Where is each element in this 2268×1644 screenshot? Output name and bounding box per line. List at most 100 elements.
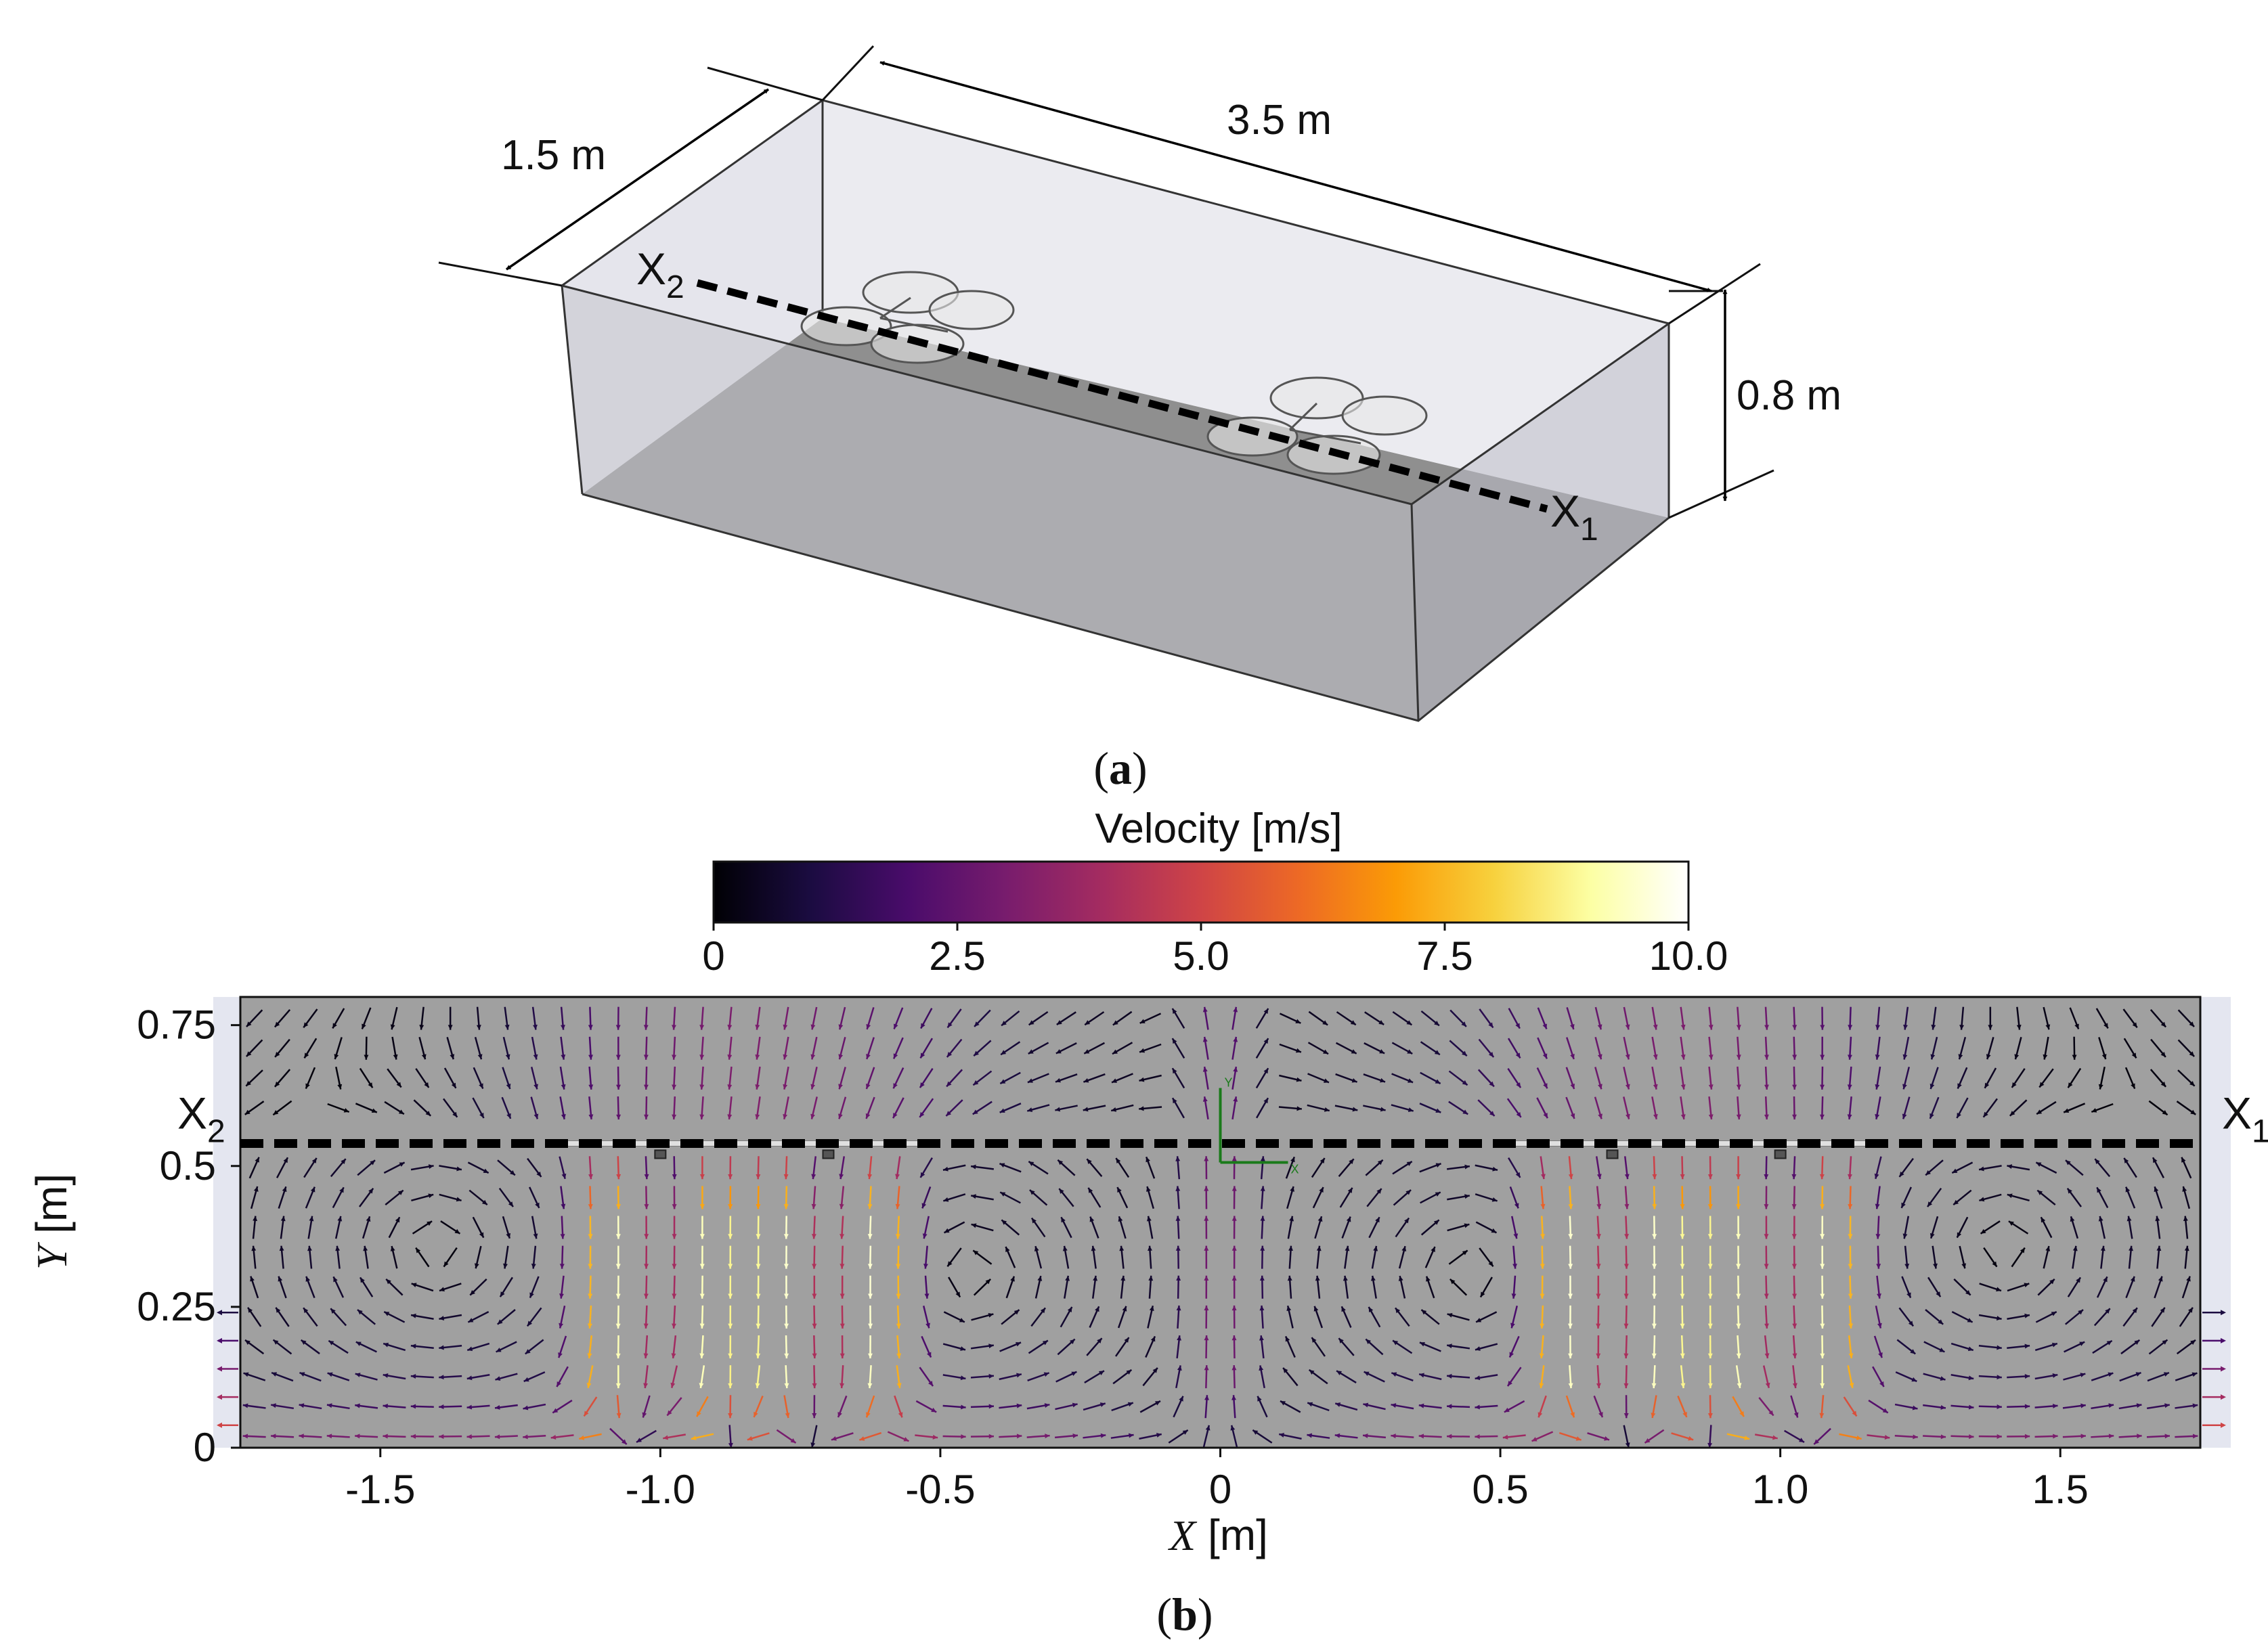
vector-arrow [1956,1216,1969,1239]
vector-arrow [1754,1434,1778,1440]
vector-arrow [1707,1305,1713,1329]
vector-arrow [550,1434,574,1440]
vector-arrow [1558,1431,1582,1441]
vector-arrow [299,1403,322,1410]
vector-arrow [410,1374,434,1379]
vector-arrow [699,1216,705,1239]
vector-arrow [1308,1010,1328,1026]
vector-arrow [1792,1305,1797,1329]
vector-arrow [1875,1006,1881,1030]
vector-arrow [410,1404,434,1409]
vector-arrow [1231,1066,1238,1090]
vector-arrow [838,1036,846,1060]
vector-arrow [1623,1067,1630,1090]
vector-arrow [1791,1186,1797,1209]
label-x1-b: X1 [2222,1088,2268,1149]
vector-arrow [1176,1335,1182,1359]
vector-arrow [1565,1067,1575,1090]
vector-arrow [1959,1006,1965,1030]
vector-arrow [383,1403,406,1408]
vector-arrow [1145,1335,1156,1358]
vector-arrow [1391,1403,1414,1410]
vector-arrow [1448,1070,1468,1086]
box-front-wall [562,286,1418,721]
vector-arrow [328,1339,349,1354]
vector-arrow [1509,1186,1519,1209]
vector-arrow [2067,1067,2082,1088]
vector-arrow [1475,1434,1498,1440]
vector-arrow [615,1275,621,1299]
vector-arrow [271,1403,295,1410]
vector-arrow [472,1097,485,1119]
vector-arrow [1311,1337,1326,1357]
vector-arrow [838,1067,846,1090]
vector-arrow [616,1156,621,1180]
vector-arrow [1651,1335,1657,1359]
axes-marker-x-label: X [1291,1162,1299,1176]
vector-arrow [1083,1433,1106,1439]
vector-arrow [896,1335,902,1359]
vector-arrow [1391,1434,1414,1439]
vector-arrow [895,1216,900,1239]
vector-arrow [358,1187,374,1207]
vector-arrow [1652,1245,1657,1269]
vector-arrow [1624,1186,1630,1209]
vector-arrow [1280,1400,1301,1413]
vector-arrow [643,1066,649,1090]
vector-arrow [472,1216,485,1239]
vector-arrow [756,1335,761,1359]
colorbar-tick-label: 10.0 [1649,933,1728,979]
vector-arrow [1623,1365,1629,1389]
vector-arrow [411,1193,434,1202]
vector-arrow [326,1403,350,1410]
vector-arrow [1084,1011,1105,1026]
vector-arrow [1506,1098,1522,1118]
vector-arrow [946,1247,962,1267]
vector-arrow [1278,1106,1302,1111]
vector-arrow [644,1245,649,1269]
vector-arrow [1419,1341,1441,1352]
vector-arrow [523,1371,546,1383]
vector-arrow [1368,1216,1380,1239]
vector-arrow [1568,1156,1573,1180]
vector-arrow [1978,1375,2002,1380]
vector-arrow [583,1396,598,1417]
vector-arrow [1316,1245,1322,1269]
vector-arrow [1680,1066,1686,1090]
vector-arrow [1680,1275,1685,1299]
vector-arrow [1507,1038,1521,1059]
vector-arrow [838,1006,846,1030]
vector-arrow [246,1009,263,1027]
vector-arrow [1418,1434,1442,1439]
vector-arrow [1175,1365,1182,1389]
vector-arrow [1950,1373,1974,1381]
vector-arrow [1083,1105,1106,1112]
vector-arrow [2007,1164,2030,1171]
vector-arrow [1708,1036,1714,1060]
vector-arrow [2062,1403,2086,1409]
vector-arrow [2043,1245,2051,1269]
vector-arrow [1371,1245,1378,1269]
vector-arrow [812,1275,817,1299]
vector-arrow [531,1216,538,1239]
vector-arrow [1848,1275,1853,1299]
vector-arrow [1055,1042,1077,1054]
vector-arrow [1531,1431,1554,1442]
vector-arrow [468,1189,488,1206]
vector-arrow [1204,1216,1209,1239]
vector-arrow [1507,1067,1522,1088]
vector-arrow [2123,1157,2137,1178]
vector-arrow [946,1008,962,1029]
vector-arrow [642,1395,651,1418]
vector-arrow [2096,1276,2108,1298]
vector-arrow [867,1156,873,1180]
vector-arrow [1083,1042,1106,1054]
vector-arrow [1259,1335,1265,1359]
vector-arrow [1204,1335,1209,1359]
vector-arrow [2007,1343,2030,1349]
vector-arrow [1477,1069,1495,1088]
vector-arrow [1086,1337,1103,1356]
vector-arrow [1204,1245,1209,1269]
vector-arrow [305,1276,315,1299]
vector-arrow [1202,1096,1209,1119]
